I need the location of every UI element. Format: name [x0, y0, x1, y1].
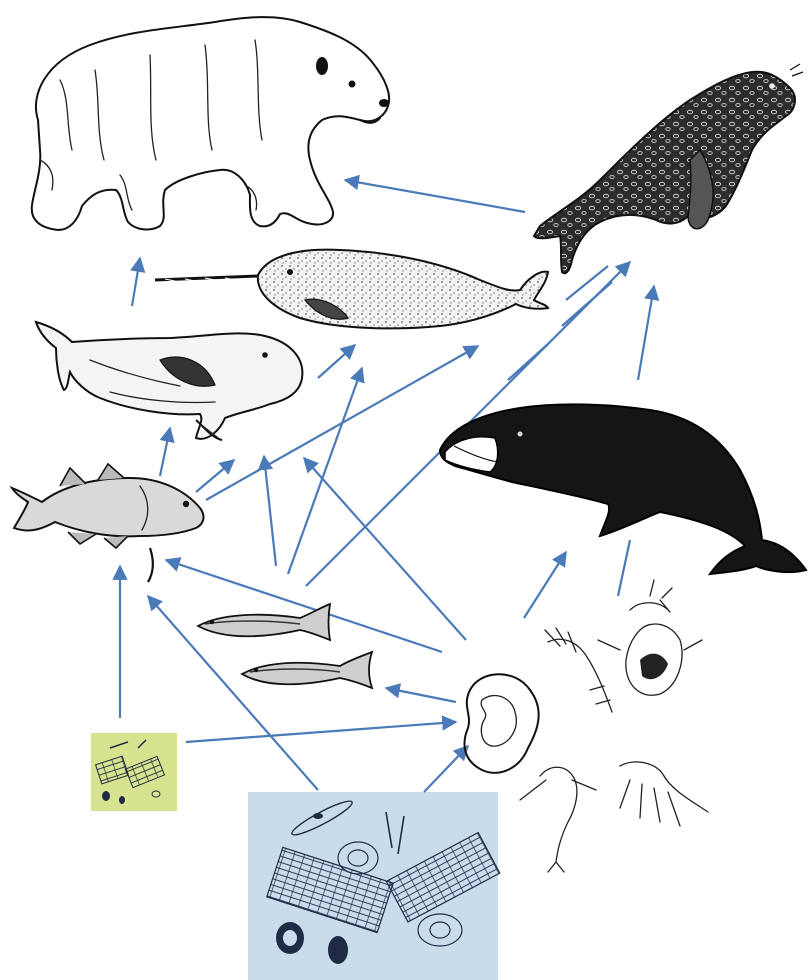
narwhal-eye-icon [287, 269, 293, 275]
bear-eye-icon [349, 81, 356, 88]
polar-bear-icon [32, 17, 389, 230]
fish-b-eye-icon [254, 668, 258, 672]
arrow-narwhal-to-polar-bear [132, 258, 140, 306]
arrow-beluga-to-narwhal [318, 345, 355, 378]
beluga-eye-icon [262, 352, 268, 358]
fish-a-eye-icon [210, 620, 214, 624]
arrow-zooplankton-to-bowhead-whale [524, 552, 566, 618]
arctic-cod-icon [12, 464, 203, 582]
link-stroke-4 [618, 540, 630, 596]
forage-fish-icon [198, 604, 372, 688]
link-stroke-0 [508, 344, 548, 380]
bowhead-whale-icon [440, 404, 806, 574]
arrow-bowhead-whale-to-ringed-seal [638, 286, 654, 380]
bear-nose-icon [379, 99, 389, 107]
link-stroke-2 [562, 282, 612, 326]
arrow-zooplankton-to-forage-fish [386, 688, 456, 702]
beluga-icon [36, 322, 302, 440]
ringed-seal-icon [534, 64, 803, 273]
arrow-forage-fish-to-beluga [264, 456, 276, 566]
arrow-ice-algae-to-zooplankton [186, 722, 456, 742]
bowhead-eye-icon [518, 432, 523, 437]
arrow-phytoplankton-to-zooplankton [424, 746, 468, 792]
arrow-arctic-cod-to-beluga [160, 428, 170, 476]
link-stroke-1 [566, 266, 608, 300]
bear-ear-icon [316, 57, 328, 75]
zooplankton-icon [465, 580, 708, 872]
arrow-forage-fish-to-narwhal [288, 368, 362, 574]
arrow-ringed-seal-to-polar-bear [345, 180, 525, 212]
narwhal-icon [155, 250, 548, 329]
seal-eye-icon [769, 83, 775, 89]
arrow-zooplankton-to-arctic-cod [166, 560, 442, 652]
cod-eye-icon [183, 501, 189, 507]
